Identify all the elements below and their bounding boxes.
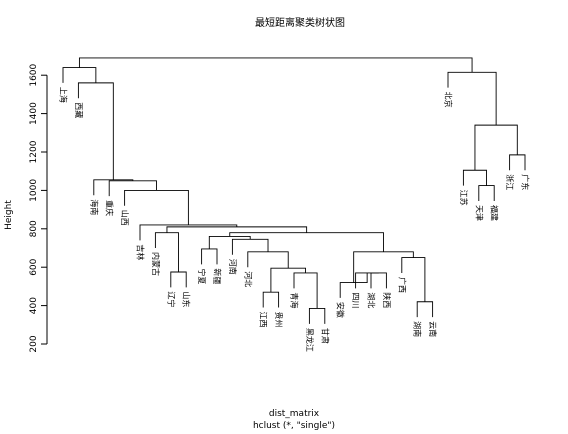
merge-link [474,124,518,171]
merge-link [416,301,434,318]
merge-link [355,272,379,289]
leaf-label: 新疆 [213,268,223,284]
leaf-label: 广东 [521,174,531,190]
leaf-label: 黑龙江 [305,328,315,352]
y-tick-label: 600 [29,258,39,275]
leaf-label: 云南 [428,321,438,337]
merge-link [93,179,134,196]
y-tick-label: 1600 [29,63,39,86]
leaf-label: 贵州 [274,312,284,328]
x-axis-label: dist_matrix [269,409,320,419]
leaf-label: 吉林 [136,244,146,260]
leaf-label: 江西 [259,312,268,328]
y-axis: 200 400 600 800 1000 1200 1400 1600 [29,63,48,353]
leaf-label: 湖北 [367,292,376,308]
chart-title: 最短距离聚类树状图 [255,16,345,29]
leaf-label: 北京 [444,92,454,108]
merge-link [247,251,289,269]
merge-link [78,57,473,73]
merge-link [262,291,280,308]
leaf-labels: 上海西藏海南重庆山西吉林内蒙古辽宁山东宁夏新疆河南河北江西贵州青海黑龙江甘肃安徽… [59,87,531,352]
leaf-label: 海南 [89,199,99,215]
merge-link [170,271,187,288]
leaf-label: 山东 [182,291,192,307]
merge-link [77,82,114,180]
y-axis-label: Height [4,200,14,230]
leaf-label: 内蒙古 [151,252,161,276]
y-tick-label: 800 [29,220,39,237]
leaf-label: 青海 [290,292,300,308]
leaf-label: 湖南 [413,321,423,337]
leaf-label: 广西 [397,277,407,293]
leaf-label: 甘肃 [320,328,330,344]
merge-link [509,154,526,171]
chart-subtitle: hclust (*, "single") [253,421,335,431]
merge-link [229,232,384,252]
merge-link [201,248,218,265]
merge-link [62,67,97,83]
leaf-label: 山西 [120,210,130,226]
leaf-label: 天津 [474,205,484,221]
dendrogram-links [62,57,526,324]
leaf-label: 河北 [243,271,253,287]
merge-link [447,71,497,126]
y-tick-label: 1400 [29,102,39,125]
merge-link [108,180,157,197]
leaf-label: 安徽 [336,302,346,318]
leaf-label: 浙江 [505,174,515,190]
merge-link [166,226,308,233]
y-tick-label: 1200 [29,140,39,163]
leaf-label: 重庆 [105,200,115,216]
leaf-label: 四川 [351,292,360,308]
leaf-label: 辽宁 [166,291,176,307]
merge-link [208,236,251,249]
y-tick-label: 400 [29,297,39,314]
y-tick-label: 1000 [29,179,39,202]
leaf-label: 陕西 [382,292,392,308]
leaf-label: 上海 [59,87,69,103]
leaf-label: 宁夏 [197,268,207,284]
merge-link [308,308,326,324]
merge-link [370,272,387,289]
merge-link [231,238,269,255]
leaf-label: 福建 [490,205,500,221]
merge-link [478,185,495,201]
y-tick-label: 200 [29,335,39,352]
merge-link [462,169,487,186]
leaf-label: 江苏 [459,190,469,206]
merge-link [270,267,306,293]
leaf-label: 西藏 [74,102,84,118]
leaf-label: 河南 [228,259,238,275]
merge-link [124,189,189,225]
